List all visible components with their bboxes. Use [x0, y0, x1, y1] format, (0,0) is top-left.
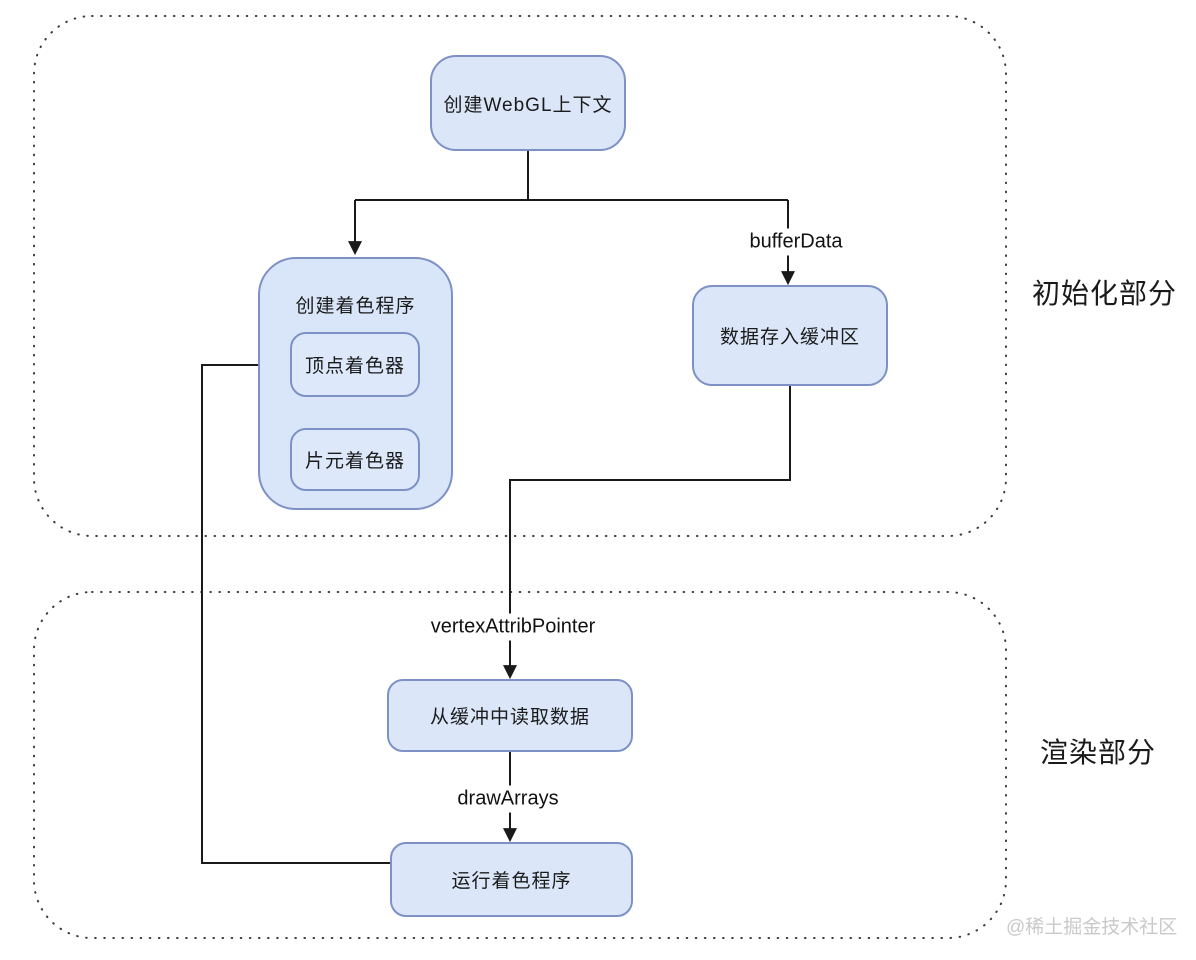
node-run-shader-program: 运行着色程序: [390, 842, 633, 917]
node-store-data-in-buffer: 数据存入缓冲区: [692, 285, 888, 386]
edge-label-bufferdata: bufferData: [742, 228, 850, 256]
node-read-data-from-buffer: 从缓冲中读取数据: [387, 679, 633, 752]
node-create-webgl-context-label: 创建WebGL上下文: [443, 94, 613, 116]
edge-label-drawarrays: drawArrays: [450, 785, 566, 813]
node-fragment-shader: 片元着色器: [290, 428, 420, 491]
node-read-data-from-buffer-label: 从缓冲中读取数据: [429, 707, 590, 728]
node-store-data-in-buffer-label: 数据存入缓冲区: [719, 327, 860, 348]
section-label-rendering: 渲染部分: [1040, 737, 1157, 768]
node-create-webgl-context: 创建WebGL上下文: [430, 55, 626, 151]
watermark: @稀土掘金技术社区: [1006, 917, 1178, 938]
node-fragment-shader-label: 片元着色器: [304, 451, 405, 472]
render-section-outline: [33, 591, 1007, 939]
edge-buffer-to-read: [503, 386, 791, 680]
edge-run-to-vertex-feedback: [201, 358, 390, 864]
edge-label-vertexattribpointer: vertexAttribPointer: [423, 613, 603, 641]
node-vertex-shader-label: 顶点着色器: [304, 356, 405, 377]
node-run-shader-program-label: 运行着色程序: [451, 871, 572, 892]
section-label-initialization: 初始化部分: [1032, 278, 1178, 309]
init-section-outline: [33, 15, 1007, 537]
edge-context-split: [355, 150, 788, 201]
node-create-shader-program-label: 创建着色程序: [295, 296, 416, 317]
node-vertex-shader: 顶点着色器: [290, 332, 420, 397]
